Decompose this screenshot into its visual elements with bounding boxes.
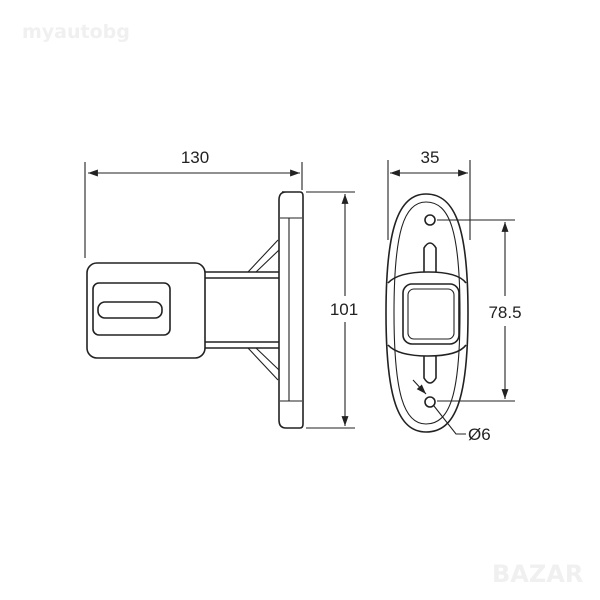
side-view: 130 101 <box>84 148 358 429</box>
dimension-width-label: 35 <box>421 148 440 167</box>
strut-bottom <box>247 347 280 381</box>
strut-top <box>247 239 280 273</box>
light-slot <box>97 301 163 319</box>
upper-slot <box>423 242 437 272</box>
base-plate <box>278 191 304 429</box>
dimension-spacing-label: 78.5 <box>488 303 521 322</box>
lamp-head <box>86 262 206 359</box>
stem <box>205 271 279 349</box>
dimension-height-label: 101 <box>330 300 358 319</box>
center-band <box>387 271 467 357</box>
lens-frame <box>92 282 171 336</box>
front-view: 35 78.5 Ø6 <box>385 148 522 444</box>
lower-mounting-hole <box>424 396 436 408</box>
housing-outline <box>385 193 469 433</box>
lower-slot <box>423 356 437 384</box>
diameter-leader <box>433 405 466 435</box>
dimension-diameter-label: Ø6 <box>468 425 491 444</box>
center-lens <box>402 283 460 345</box>
dimension-length-label: 130 <box>181 148 209 167</box>
watermark-myautobg: myautobg <box>22 21 130 43</box>
watermark-bazar: BAZAR <box>492 560 583 588</box>
upper-mounting-hole <box>424 214 436 226</box>
